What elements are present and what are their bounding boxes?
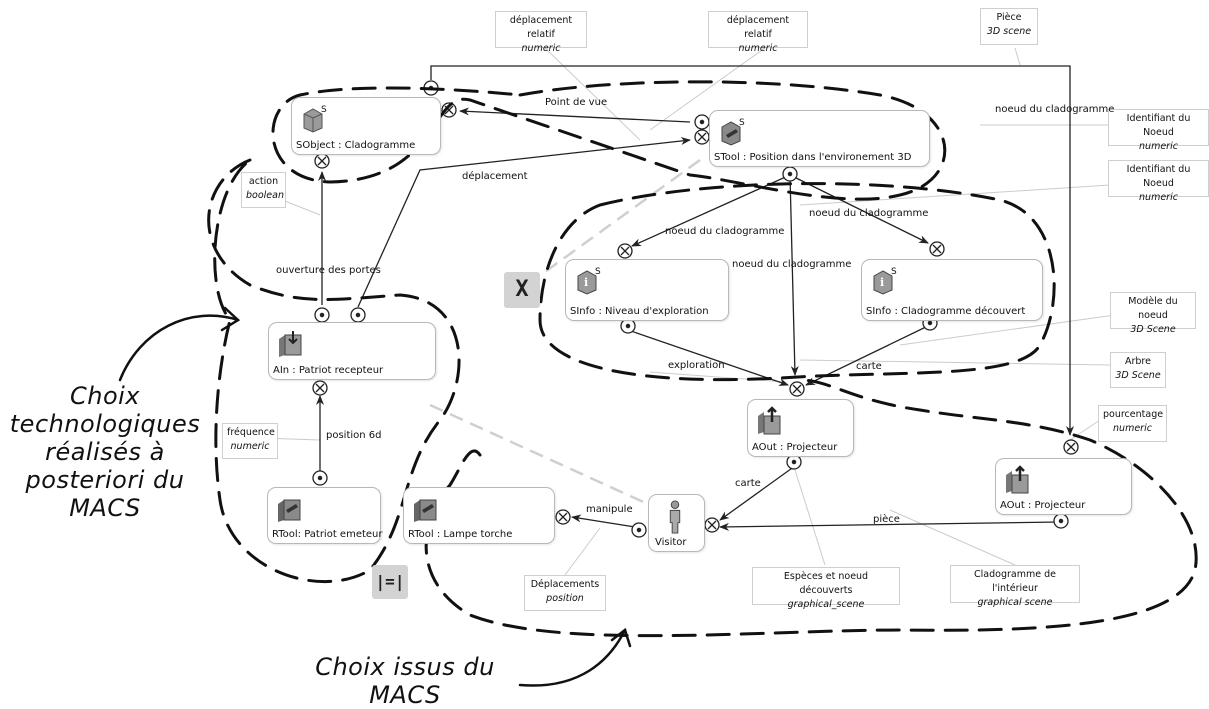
edge-label-position-6d: position 6d	[326, 430, 382, 441]
tool-icon	[414, 499, 437, 522]
port-out	[786, 454, 802, 470]
edge-label-exploration: exploration	[668, 360, 725, 371]
svg-text:S: S	[739, 118, 745, 128]
port-out	[312, 470, 328, 486]
info-icon: iS	[577, 267, 601, 295]
edge-label-noeud-top: noeud du cladogramme	[995, 104, 1115, 115]
port-in	[555, 509, 571, 525]
badge-s: S	[321, 105, 327, 115]
edge-label-deplacement: déplacement	[462, 171, 528, 182]
port-in	[704, 517, 720, 533]
annotation-choix-issus: Choix issus du MACS	[315, 653, 495, 709]
port-in	[789, 381, 805, 397]
port-out	[314, 307, 330, 323]
node-rtool-patriot[interactable]: RTool: Patriot emeteur	[267, 487, 383, 544]
node-visitor[interactable]: Visitor	[648, 494, 705, 552]
input-ports	[312, 102, 1079, 533]
node-aout-projecteur-right[interactable]: AOut : Projecteur	[995, 458, 1132, 515]
svg-text:S: S	[595, 267, 601, 277]
node-label: AIn : Patriot recepteur	[273, 365, 384, 376]
annotation-arrows	[118, 306, 632, 687]
person-icon	[669, 500, 681, 534]
port-out	[694, 114, 710, 130]
port-out	[782, 166, 798, 182]
node-label: STool : Position dans l'environement 3D	[714, 152, 912, 163]
cross-operator[interactable]: X	[504, 272, 540, 308]
node-label: SInfo : Niveau d'exploration	[570, 306, 709, 317]
node-aout-projecteur-center[interactable]: AOut : Projecteur	[747, 399, 854, 457]
output-icon	[1006, 465, 1029, 494]
port-in	[929, 241, 945, 257]
tool-icon: S	[721, 118, 745, 146]
dummy	[545, 310, 650, 500]
node-rtool-lampe[interactable]: RTool : Lampe torche	[403, 487, 555, 544]
port-in	[694, 129, 710, 145]
node-stool-position[interactable]: S STool : Position dans l'environement 3…	[709, 110, 930, 167]
port-out	[620, 318, 636, 334]
port-in	[441, 102, 457, 118]
node-label: SInfo : Cladogramme découvert	[866, 306, 1026, 317]
edge-label-noeud-left: noeud du cladogramme	[665, 226, 785, 237]
annotation-choix-technologiques: Choix technologiques réalisés à posterio…	[9, 382, 201, 522]
region-bottom-macs	[424, 378, 1198, 638]
cube-icon: S	[303, 105, 327, 133]
edge-label-carte-2: carte	[735, 478, 761, 489]
bar-operator[interactable]: |=|	[372, 565, 408, 599]
node-label: AOut : Projecteur	[1000, 500, 1086, 511]
edge-label-point-de-vue: Point de vue	[545, 97, 608, 108]
region-top-dashed	[271, 80, 947, 201]
port-out	[1053, 513, 1069, 529]
edge-label-noeud-right: noeud du cladogramme	[809, 208, 929, 219]
edge-label-carte-1: carte	[856, 361, 882, 372]
node-label: SObject : Cladogramme	[296, 140, 416, 151]
node-label: Visitor	[655, 537, 687, 548]
node-sobject-cladogramme[interactable]: S SObject : Cladogramme	[291, 97, 441, 155]
edges	[316, 65, 1074, 531]
tool-icon	[278, 499, 301, 522]
edge-label-noeud-mid: noeud du cladogramme	[732, 259, 852, 270]
info-icon: iS	[873, 267, 897, 295]
node-label: AOut : Projecteur	[752, 442, 838, 453]
dashed-link-top	[519, 158, 701, 292]
port-out	[631, 522, 647, 538]
node-label: RTool : Lampe torche	[408, 529, 513, 540]
region-right-sinfo	[538, 182, 1056, 382]
input-icon	[279, 331, 302, 357]
edge-label-manipule: manipule	[586, 504, 633, 515]
node-ain-patriot[interactable]: AIn : Patriot recepteur	[268, 322, 436, 380]
svg-text:i: i	[584, 276, 588, 289]
edge-label-ouverture: ouverture des portes	[276, 265, 381, 276]
port-in	[312, 380, 328, 396]
port-out	[350, 307, 366, 323]
svg-text:i: i	[880, 276, 884, 289]
node-label: RTool: Patriot emeteur	[272, 529, 383, 540]
port-in	[314, 153, 330, 169]
svg-text:S: S	[891, 267, 897, 277]
dashed-link-bottom	[429, 403, 651, 507]
edge-label-piece: pièce	[873, 514, 900, 525]
port-in	[1063, 439, 1079, 455]
output-icon	[758, 406, 781, 435]
port-in	[617, 243, 633, 259]
